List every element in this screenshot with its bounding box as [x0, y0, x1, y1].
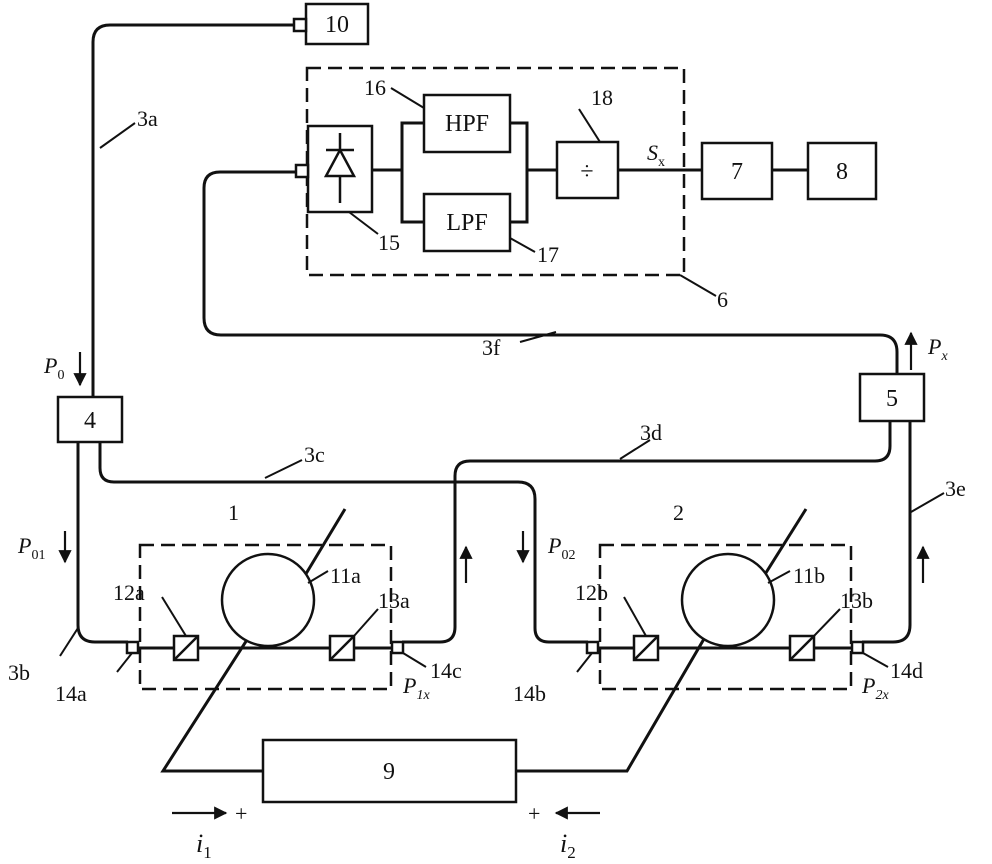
- hpf-box: [422, 93, 512, 154]
- label-11b: 11b: [793, 563, 825, 588]
- connector-10: [292, 17, 308, 33]
- label-i1: i1: [196, 829, 212, 862]
- label-11a: 11a: [330, 563, 361, 588]
- label-14a: 14a: [55, 681, 87, 706]
- split-to-filters: [372, 121, 424, 224]
- label-15: 15: [378, 230, 400, 255]
- connector-14c: [390, 640, 405, 655]
- fiber-3f: [202, 170, 899, 374]
- label-3b: 3b: [8, 660, 30, 685]
- box-7: [700, 141, 774, 201]
- plus-sign-1: +: [235, 801, 247, 826]
- label-lpf: LPF: [446, 210, 487, 236]
- fiber-3d: [402, 421, 892, 644]
- label-i2: i2: [560, 829, 576, 862]
- label-17: 17: [537, 242, 559, 267]
- label-13a: 13a: [378, 588, 410, 613]
- label-12a: 12a: [113, 580, 145, 605]
- label-p02: P02: [547, 533, 575, 563]
- sensor-head-1: [138, 543, 393, 691]
- label-box-9: 9: [383, 759, 395, 785]
- label-3e: 3e: [945, 476, 966, 501]
- merge-filters: [510, 121, 557, 224]
- label-p1x: P1x: [402, 673, 430, 703]
- label-box-10: 10: [325, 12, 349, 38]
- label-p2x: P2x: [861, 673, 889, 703]
- label-14d: 14d: [890, 658, 923, 683]
- wire-i1: [160, 606, 270, 773]
- fiber-3a: [91, 23, 296, 397]
- label-13b: 13b: [840, 588, 873, 613]
- sensor-head-2: [598, 543, 853, 691]
- label-hpf: HPF: [445, 111, 489, 137]
- label-3d: 3d: [640, 420, 662, 445]
- label-3f: 3f: [482, 335, 501, 360]
- wire-i2: [516, 607, 724, 773]
- label-18: 18: [591, 85, 613, 110]
- label-14c: 14c: [430, 658, 462, 683]
- lpf-box: [422, 192, 512, 253]
- label-px: Px: [927, 334, 948, 364]
- label-16: 16: [364, 75, 386, 100]
- fiber-3c: [98, 442, 588, 644]
- label-3a: 3a: [137, 106, 158, 131]
- label-2: 2: [673, 500, 684, 525]
- label-box-5: 5: [886, 386, 898, 412]
- label-14b: 14b: [513, 681, 546, 706]
- label-box-4: 4: [84, 408, 96, 434]
- label-6: 6: [717, 287, 728, 312]
- label-box-8: 8: [836, 159, 848, 185]
- label-divide: ÷: [580, 159, 593, 185]
- connector-15: [294, 163, 310, 179]
- box-9: [261, 738, 518, 804]
- connector-14a: [125, 640, 140, 655]
- label-p01: P01: [17, 533, 45, 563]
- box-4: [56, 395, 124, 444]
- label-box-7: 7: [731, 159, 743, 185]
- label-1: 1: [228, 500, 239, 525]
- fiber-3b: [76, 442, 128, 644]
- label-3c: 3c: [304, 442, 325, 467]
- box-8: [806, 141, 878, 201]
- plus-sign-2: +: [528, 801, 540, 826]
- box-10: [304, 2, 370, 46]
- connector-14b: [585, 640, 600, 655]
- coil-11a: [220, 552, 316, 648]
- label-12b: 12b: [575, 580, 608, 605]
- fiber-3e: [862, 421, 912, 644]
- photodiode-icon: [323, 133, 357, 203]
- label-p0: P0: [43, 353, 64, 383]
- label-sx: Sx: [647, 140, 665, 170]
- connector-14d: [850, 640, 865, 655]
- box-5: [858, 372, 926, 423]
- coil-11b: [680, 552, 776, 648]
- divider-box: [555, 140, 620, 200]
